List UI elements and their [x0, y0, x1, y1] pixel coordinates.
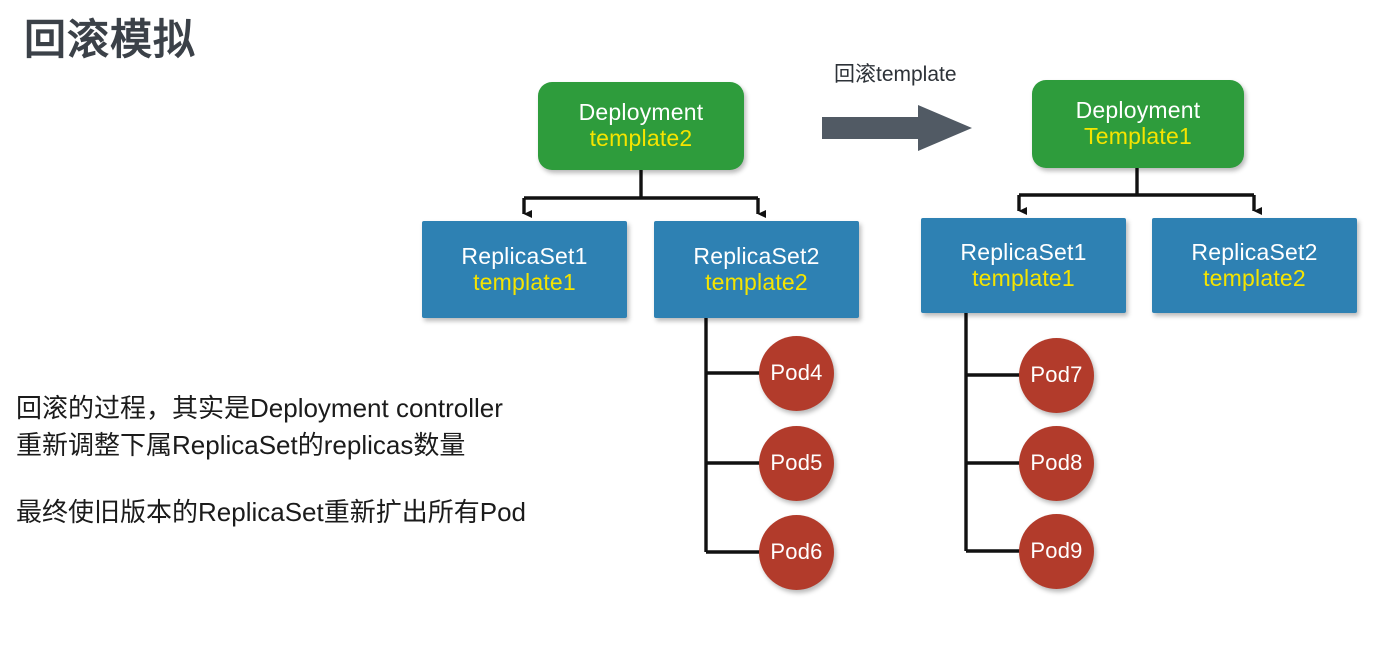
right-pod-7-label: Pod7	[1030, 362, 1083, 388]
right-deployment-fanout	[1017, 168, 1262, 215]
left-pod-5[interactable]: Pod5	[759, 426, 834, 501]
right-replicaset1-template: template1	[972, 264, 1075, 291]
left-pod-6[interactable]: Pod6	[759, 515, 834, 590]
page-title: 回滚模拟	[24, 16, 197, 63]
right-pod-7[interactable]: Pod7	[1019, 338, 1094, 413]
left-pod-tree	[704, 318, 768, 554]
left-pod-5-label: Pod5	[770, 450, 823, 476]
explanation-line-2: 重新调整下属ReplicaSet的replicas数量	[16, 430, 466, 460]
right-replicaset2-node[interactable]: ReplicaSet2 template2	[1152, 218, 1357, 313]
right-deployment-template: Template1	[1084, 123, 1192, 149]
rollback-caption: 回滚template	[834, 63, 957, 86]
left-deployment-fanout	[522, 170, 766, 218]
left-replicaset1-template: template1	[473, 268, 576, 295]
right-pod-8[interactable]: Pod8	[1019, 426, 1094, 501]
left-pod-4-label: Pod4	[770, 360, 823, 386]
left-deployment-template: template2	[589, 125, 693, 151]
explanation-text: 回滚的过程，其实是Deployment controller 重新调整下属Rep…	[16, 390, 526, 531]
left-replicaset1-node[interactable]: ReplicaSet1 template1	[422, 221, 627, 318]
left-deployment-node[interactable]: Deployment template2	[538, 82, 744, 170]
left-pod-6-label: Pod6	[770, 539, 823, 565]
arrow-right-icon	[822, 105, 972, 151]
right-pod-9-label: Pod9	[1030, 538, 1083, 564]
left-replicaset1-kind: ReplicaSet1	[461, 242, 588, 269]
left-replicaset2-template: template2	[705, 268, 808, 295]
left-replicaset2-node[interactable]: ReplicaSet2 template2	[654, 221, 859, 318]
right-pod-8-label: Pod8	[1030, 450, 1083, 476]
left-replicaset2-kind: ReplicaSet2	[693, 242, 820, 269]
paragraph-gap	[16, 464, 526, 494]
right-deployment-kind: Deployment	[1075, 97, 1201, 124]
explanation-line-1: 回滚的过程，其实是Deployment controller	[16, 393, 503, 423]
right-pod-tree	[964, 313, 1028, 553]
explanation-line-3: 最终使旧版本的ReplicaSet重新扩出所有Pod	[16, 497, 526, 527]
right-pod-9[interactable]: Pod9	[1019, 514, 1094, 589]
right-replicaset2-kind: ReplicaSet2	[1191, 238, 1318, 265]
right-replicaset2-template: template2	[1203, 264, 1306, 291]
right-replicaset1-node[interactable]: ReplicaSet1 template1	[921, 218, 1126, 313]
left-deployment-kind: Deployment	[578, 99, 704, 126]
left-pod-4[interactable]: Pod4	[759, 336, 834, 411]
right-deployment-node[interactable]: Deployment Template1	[1032, 80, 1244, 168]
right-replicaset1-kind: ReplicaSet1	[960, 238, 1087, 265]
